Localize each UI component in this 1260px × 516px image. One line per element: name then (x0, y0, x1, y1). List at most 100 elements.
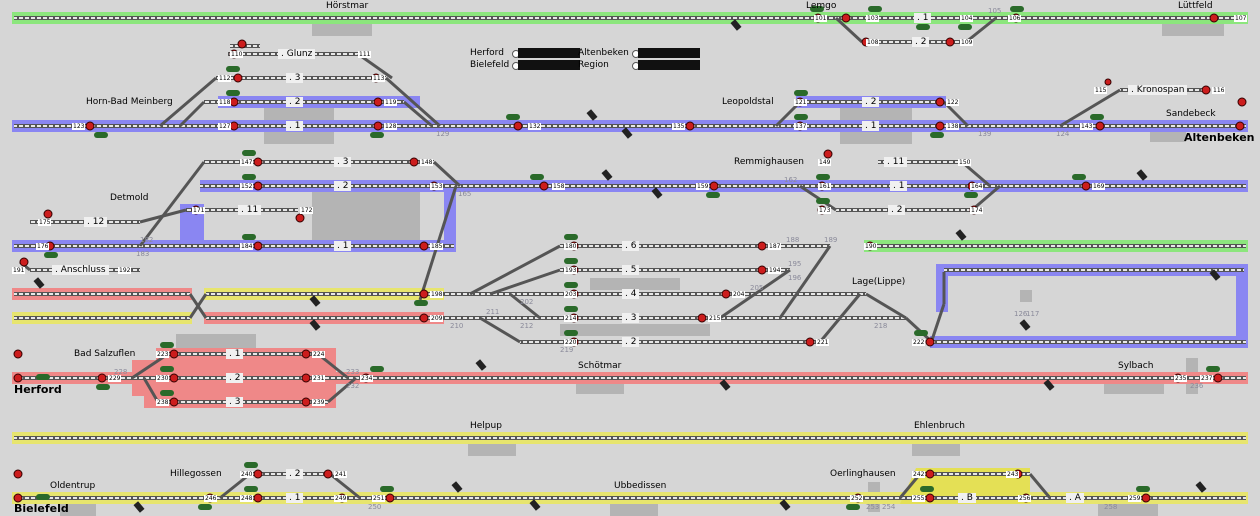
switch-number[interactable]: 258 (1104, 503, 1118, 511)
track-number[interactable]: . 11 (884, 157, 908, 167)
signal-number[interactable]: 190 (864, 243, 878, 250)
switch-number[interactable]: 218 (874, 322, 888, 330)
switch-number[interactable]: 233 (346, 368, 360, 376)
switch-number[interactable]: 182 (140, 236, 154, 244)
signal-number[interactable]: 161 (818, 183, 832, 190)
track-number[interactable]: . 1 (286, 493, 304, 503)
signal-number[interactable]: 109 (960, 39, 974, 46)
switch-number[interactable]: 124 (1056, 130, 1070, 138)
signal-number[interactable]: 242 (912, 471, 926, 478)
signal-number[interactable]: 158 (552, 183, 566, 190)
track-number[interactable]: . 1 (862, 121, 880, 131)
track-number[interactable]: . 2 (286, 469, 304, 479)
signal-number[interactable]: 103 (866, 15, 880, 22)
signal-number[interactable]: 147 (240, 159, 254, 166)
signal-number[interactable]: 174 (970, 207, 984, 214)
signal-number[interactable]: 222 (912, 339, 926, 346)
signal-number[interactable]: 132 (528, 123, 542, 130)
signal-number[interactable]: 241 (334, 471, 348, 478)
signal-number[interactable]: 203 (564, 291, 578, 298)
signal-number[interactable]: 104 (960, 15, 974, 22)
signal-number[interactable]: 143 (1080, 123, 1094, 130)
track-number[interactable]: . 2 (226, 373, 244, 383)
track-number[interactable]: . 2 (334, 181, 352, 191)
switch-number[interactable]: 129 (436, 130, 450, 138)
switch-number[interactable]: 162 (784, 176, 798, 184)
signal-number[interactable]: 221 (816, 339, 830, 346)
switch-number[interactable]: 195 (788, 260, 802, 268)
signal-number[interactable]: 135 (672, 123, 686, 130)
switch-number[interactable]: 228 (114, 368, 128, 376)
switch-number[interactable]: 212 (520, 322, 534, 330)
signal-number[interactable]: 193 (564, 267, 578, 274)
signal-number[interactable]: 123 (72, 123, 86, 130)
track-number[interactable]: . A (1066, 493, 1084, 503)
switch-number[interactable]: 183 (136, 250, 150, 258)
signal-number[interactable]: 108 (866, 39, 880, 46)
switch-number[interactable]: 205 (750, 284, 764, 292)
signal-number[interactable]: 112 (218, 75, 232, 82)
signal-number[interactable]: 198 (430, 291, 444, 298)
switch-number[interactable]: 202 (520, 298, 534, 306)
track-number[interactable]: . 3 (622, 313, 640, 323)
signal-number[interactable]: 229 (108, 375, 122, 382)
signal-number[interactable]: 137 (794, 123, 808, 130)
track-number[interactable]: . 1 (334, 241, 352, 251)
track-number[interactable]: . 1 (226, 349, 244, 359)
track-number[interactable]: . 11 (238, 205, 262, 215)
signal-number[interactable]: 175 (38, 219, 52, 226)
track-number[interactable]: . 6 (622, 241, 640, 251)
switch-number[interactable]: 253 (866, 503, 880, 511)
signal-number[interactable]: 111 (358, 51, 372, 58)
switch-number[interactable]: 232 (346, 382, 360, 390)
signal-number[interactable]: 169 (1092, 183, 1106, 190)
switch-number[interactable]: 254 (882, 503, 896, 511)
signal-number[interactable]: 246 (204, 495, 218, 502)
signal-number[interactable]: 107 (1234, 15, 1248, 22)
signal-number[interactable]: 235 (1174, 375, 1188, 382)
track-number[interactable]: . 1 (914, 13, 932, 23)
track-number[interactable]: . 5 (622, 265, 640, 275)
signal-number[interactable]: 220 (564, 339, 578, 346)
signal-number[interactable]: 127 (218, 123, 232, 130)
switch-number[interactable]: 211 (486, 308, 500, 316)
switch-number[interactable]: 210 (450, 322, 464, 330)
signal-number[interactable]: 252 (850, 495, 864, 502)
signal-number[interactable]: 159 (696, 183, 710, 190)
signal-number[interactable]: 215 (708, 315, 722, 322)
switch-number[interactable]: 165 (458, 190, 472, 198)
signal-number[interactable]: 180 (564, 243, 578, 250)
signal-number[interactable]: 259 (1128, 495, 1142, 502)
switch-number[interactable]: 139 (978, 130, 992, 138)
track-number[interactable]: . 2 (888, 205, 906, 215)
signal-number[interactable]: 184 (240, 243, 254, 250)
signal-number[interactable]: 194 (768, 267, 782, 274)
signal-number[interactable]: 185 (430, 243, 444, 250)
signal-number[interactable]: 149 (818, 159, 832, 166)
track-number[interactable]: . 2 (622, 337, 640, 347)
switch-number[interactable]: 236 (1190, 382, 1204, 390)
track-number[interactable]: . 1 (286, 121, 304, 131)
signal-number[interactable]: 230 (156, 375, 170, 382)
track-number[interactable]: . 3 (334, 157, 352, 167)
switch-number[interactable]: 188 (786, 236, 800, 244)
signal-number[interactable]: 239 (312, 399, 326, 406)
track-number[interactable]: . 4 (622, 289, 640, 299)
signal-number[interactable]: 187 (768, 243, 782, 250)
signal-number[interactable]: 191 (12, 267, 26, 274)
signal-number[interactable]: 238 (156, 399, 170, 406)
switch-number[interactable]: 117 (1026, 310, 1040, 318)
signal-number[interactable]: 119 (384, 99, 398, 106)
signal-number[interactable]: 138 (946, 123, 960, 130)
signal-number[interactable]: 256 (1018, 495, 1032, 502)
signal-number[interactable]: 122 (946, 99, 960, 106)
signal-number[interactable]: 240 (240, 471, 254, 478)
signal-number[interactable]: 115 (1094, 87, 1108, 94)
signal-number[interactable]: 116 (1212, 87, 1226, 94)
signal-number[interactable]: 248 (240, 495, 254, 502)
switch-number[interactable]: 196 (788, 274, 802, 282)
signal-number[interactable]: 224 (312, 351, 326, 358)
switch-number[interactable]: 126 (1014, 310, 1028, 318)
switch-number[interactable]: 219 (560, 346, 574, 354)
track-number[interactable]: . B (958, 493, 976, 503)
